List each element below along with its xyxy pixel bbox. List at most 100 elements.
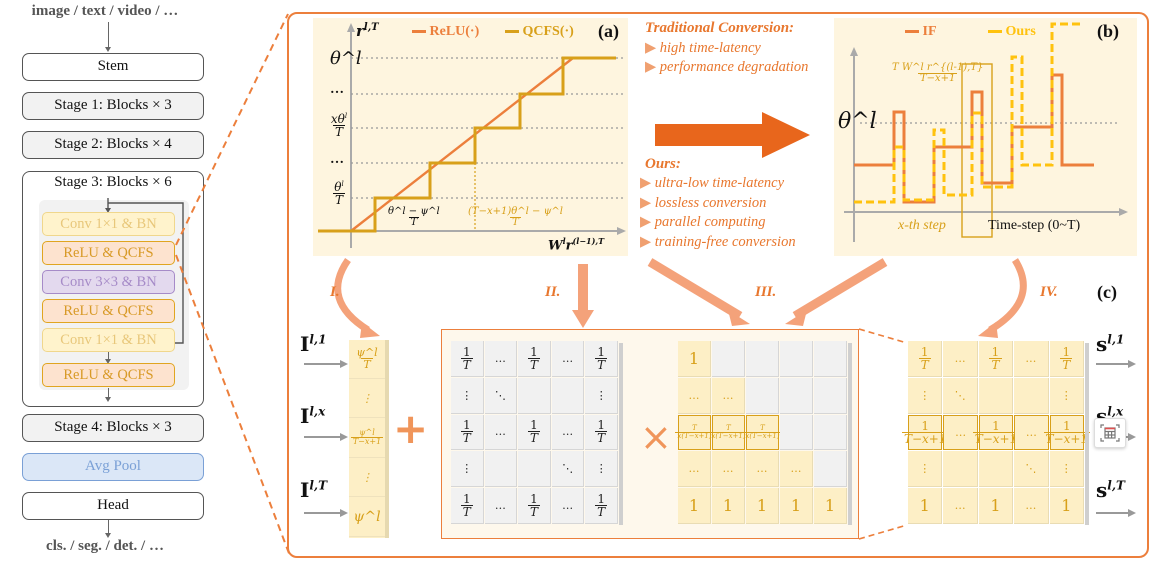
matrix-cell: … bbox=[943, 341, 978, 377]
times-icon: × bbox=[640, 415, 672, 459]
matrix-cell: 1 bbox=[780, 488, 813, 524]
matrix-cell: … bbox=[1014, 341, 1049, 377]
panel-a-y-label: rl,T bbox=[356, 22, 379, 40]
step-label-1: I. bbox=[330, 284, 340, 300]
matrix-cell: 1 bbox=[678, 488, 711, 524]
matrix-cell: ⋮ bbox=[1049, 451, 1084, 488]
stage3-title: Stage 3: Blocks × 6 bbox=[54, 174, 172, 190]
matrix-cell: … bbox=[780, 451, 813, 488]
matrix-cell: ⋮ bbox=[585, 451, 618, 488]
panel-c-tag: (c) bbox=[1097, 282, 1117, 302]
legend-ours-swatch bbox=[988, 30, 1002, 34]
step-label-2: II. bbox=[545, 284, 561, 300]
legend-qcfs-swatch bbox=[505, 30, 519, 34]
matrix-cell: … bbox=[1014, 488, 1049, 524]
matrix-cell: ⋮ bbox=[451, 377, 484, 414]
legend-if: IF bbox=[905, 24, 937, 40]
legend-if-swatch bbox=[905, 30, 919, 34]
y-tick-theta: θ^l bbox=[330, 48, 362, 69]
traditional-item: ▶ high time-latency bbox=[645, 40, 761, 56]
matrix-cell: … bbox=[551, 488, 585, 524]
stem-block: Stem bbox=[22, 53, 204, 81]
matrix-cell: … bbox=[678, 377, 711, 414]
bias-cell: ⋮ bbox=[349, 459, 385, 498]
matrix-cell: 1 bbox=[746, 488, 779, 524]
ours-title: Ours: bbox=[645, 156, 681, 172]
matrix-cell bbox=[780, 377, 813, 414]
stage3-sublayer-conv1x1-b: Conv 1×1 & BN bbox=[42, 328, 175, 352]
avgpool-block: Avg Pool bbox=[22, 453, 204, 481]
input-I-1: Il,1 bbox=[300, 332, 327, 356]
result-connector-lines bbox=[858, 328, 908, 540]
zoom-connector-lines bbox=[175, 13, 291, 557]
matrix-cell: ⋱ bbox=[484, 377, 518, 414]
stage3-sublayer-conv1x1-a: Conv 1×1 & BN bbox=[42, 212, 175, 236]
matrix-cell: … bbox=[712, 451, 745, 488]
matrix-cell: ⋱ bbox=[1014, 451, 1049, 488]
ours-item: ▶ training-free conversion bbox=[640, 233, 796, 250]
matrix-cell: ⋮ bbox=[908, 451, 943, 488]
matrix-cell bbox=[780, 414, 813, 451]
matrix-cell: 1 bbox=[1049, 488, 1084, 524]
input-I-T: Il,T bbox=[300, 478, 328, 502]
matrix-cell bbox=[518, 451, 551, 488]
y-tick-ellipsis-2: … bbox=[330, 152, 344, 167]
matrix-cell bbox=[978, 377, 1014, 414]
arrow-down bbox=[103, 352, 113, 364]
matrix-cell: … bbox=[484, 341, 518, 377]
matrix-cell bbox=[814, 341, 847, 377]
qcfs-staircase bbox=[318, 56, 616, 233]
matrix-cell bbox=[978, 451, 1014, 488]
arrow-down bbox=[103, 22, 113, 52]
matrix-side-edge bbox=[619, 343, 623, 525]
ours-list: ▶ ultra-low time-latency ▶ lossless conv… bbox=[640, 174, 796, 252]
panel-b-tag: (b) bbox=[1097, 21, 1119, 41]
ours-item: ▶ parallel computing bbox=[640, 214, 766, 230]
matrix-cell bbox=[814, 377, 847, 414]
panel-b-highlight-label: x-th step bbox=[898, 218, 946, 233]
stage3-sublayer-relu-qcfs-a: ReLU & QCFS bbox=[42, 241, 175, 265]
plus-icon: + bbox=[393, 404, 429, 453]
stage2-block: Stage 2: Blocks × 4 bbox=[22, 131, 204, 159]
matrix-cell: ⋱ bbox=[551, 451, 585, 488]
matrix-cell bbox=[1014, 377, 1049, 414]
matrix-side-edge bbox=[848, 343, 852, 525]
bias-column bbox=[349, 340, 389, 538]
stage3-sublayer-relu-qcfs-c: ReLU & QCFS bbox=[42, 363, 175, 387]
panel-b-chart bbox=[844, 22, 1128, 242]
panel-a-chart bbox=[318, 23, 626, 248]
matrix-cell: … bbox=[712, 377, 745, 414]
panel-b-x-label: Time-step (0~T) bbox=[988, 218, 1081, 233]
legend-qcfs: QCFS(·) bbox=[505, 24, 574, 40]
input-arrows bbox=[304, 360, 348, 517]
traditional-list: ▶ high time-latency ▶ performance degrad… bbox=[645, 39, 808, 77]
stage3-sublayer-conv3x3: Conv 3×3 & BN bbox=[42, 270, 175, 294]
matrix-cell: ⋮ bbox=[1049, 377, 1084, 414]
main-frame bbox=[287, 12, 1149, 558]
matrix-cell: 1 bbox=[678, 341, 711, 377]
table-capture-button[interactable] bbox=[1094, 418, 1126, 448]
traditional-title: Traditional Conversion: bbox=[645, 20, 795, 36]
legend-relu-swatch bbox=[412, 30, 426, 34]
panel-a-tag: (a) bbox=[598, 21, 619, 41]
if-line bbox=[854, 73, 1094, 204]
matrix-cell: … bbox=[551, 341, 585, 377]
y-tick-ellipsis-1: … bbox=[330, 82, 344, 97]
relu-line bbox=[350, 57, 574, 232]
